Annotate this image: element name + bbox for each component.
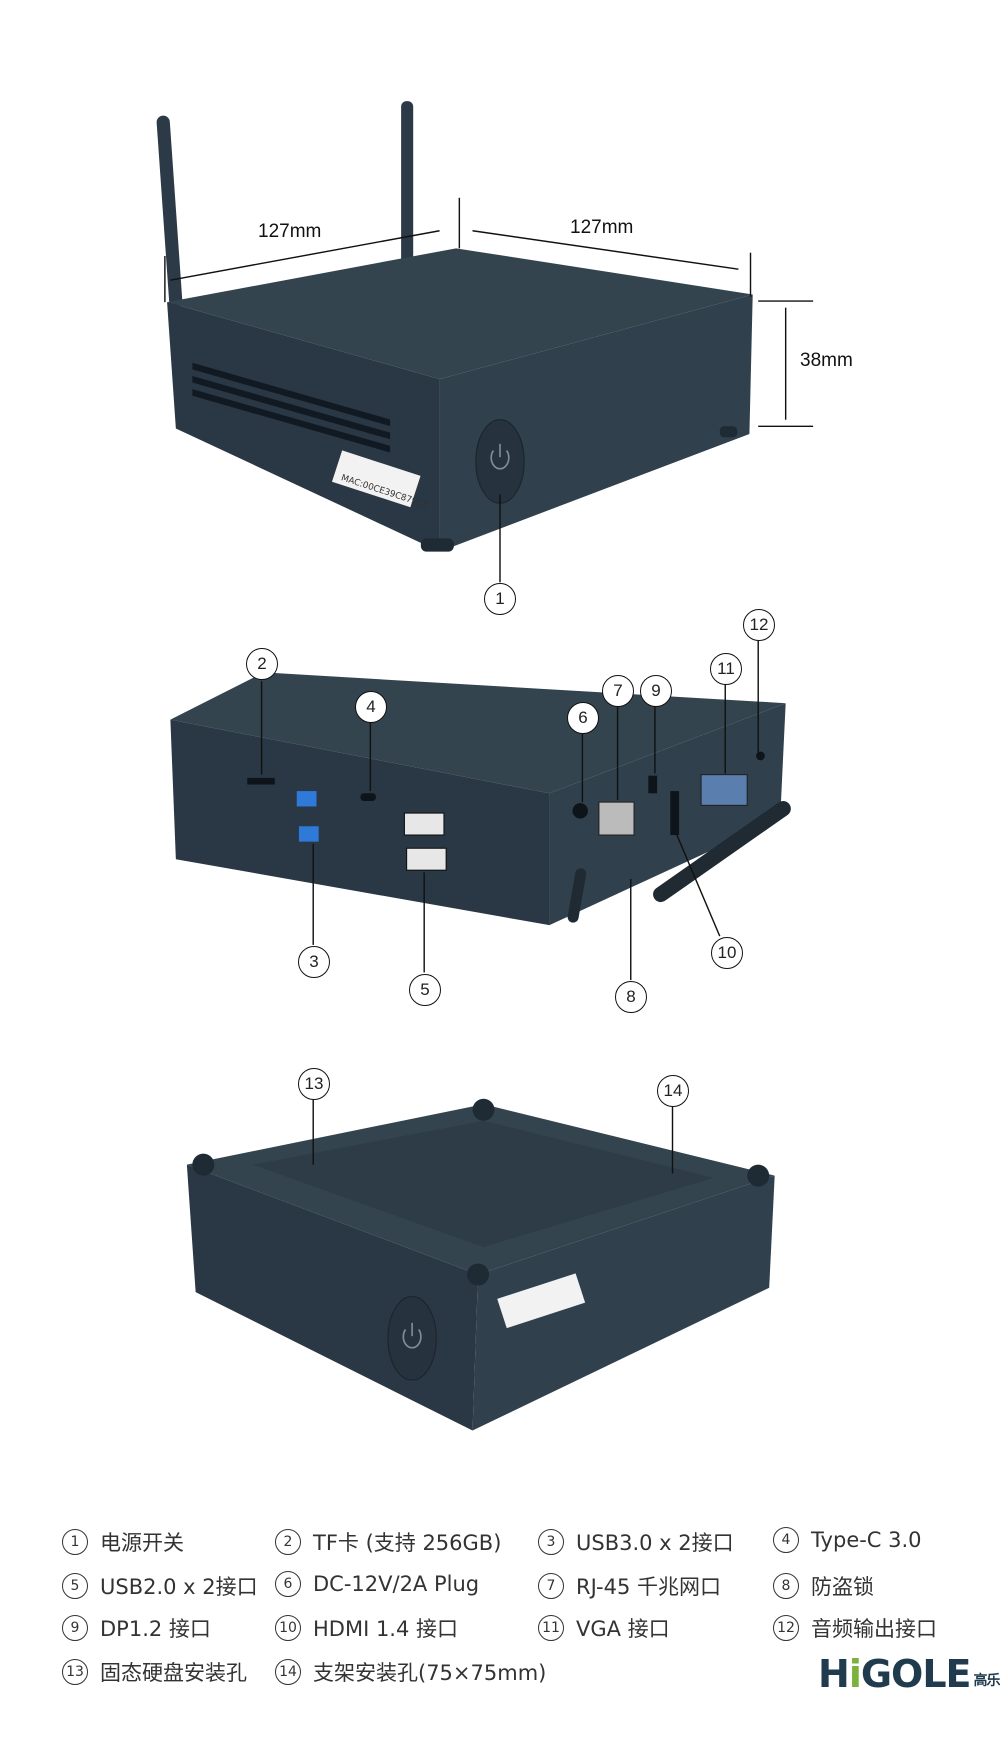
- legend-number: 9: [62, 1615, 88, 1641]
- legend-label: DP1.2 接口: [100, 1617, 211, 1641]
- callout-7: 7: [602, 675, 634, 707]
- legend-label: RJ-45 千兆网口: [576, 1575, 722, 1599]
- legend-item-11: 11 VGA 接口: [538, 1613, 670, 1643]
- legend-item-7: 7 RJ-45 千兆网口: [538, 1571, 721, 1601]
- callout-2: 2: [246, 648, 278, 680]
- legend-label: 固态硬盘安装孔: [100, 1661, 247, 1685]
- legend-item-10: 10 HDMI 1.4 接口: [275, 1613, 458, 1643]
- callout-12: 12: [743, 609, 775, 641]
- dc-jack: [572, 803, 588, 819]
- dimension-width-right: 127mm: [570, 217, 634, 238]
- legend-label: Type-C 3.0: [811, 1528, 922, 1552]
- legend-item-12: 12 音频输出接口: [773, 1613, 937, 1643]
- usb2-port-1: [403, 812, 445, 836]
- device-bottom-view: [186, 1098, 775, 1431]
- device-front-view: MAC:00CE39C879C8: [156, 101, 814, 583]
- legend-item-5: 5 USB2.0 x 2接口: [62, 1571, 258, 1601]
- vga-port: [700, 774, 748, 806]
- mac-sticker: [331, 450, 421, 508]
- legend-number: 2: [275, 1529, 301, 1555]
- legend-label: DC-12V/2A Plug: [313, 1572, 480, 1596]
- legend-number: 13: [62, 1659, 88, 1685]
- legend-number: 8: [773, 1573, 799, 1599]
- legend-label: USB3.0 x 2接口: [576, 1531, 734, 1555]
- legend-item-9: 9 DP1.2 接口: [62, 1613, 211, 1643]
- callout-11: 11: [710, 653, 742, 685]
- legend-number: 10: [275, 1615, 301, 1641]
- legend-item-6: 6 DC-12V/2A Plug: [275, 1571, 479, 1597]
- callout-3: 3: [298, 946, 330, 978]
- callout-1: 1: [484, 583, 516, 615]
- legend-label: USB2.0 x 2接口: [100, 1575, 258, 1599]
- legend-number: 7: [538, 1573, 564, 1599]
- legend-number: 1: [62, 1529, 88, 1555]
- audio-jack: [756, 751, 765, 761]
- usb2-port-2: [406, 847, 447, 871]
- legend-number: 11: [538, 1615, 564, 1641]
- usb3-port-1: [296, 791, 317, 807]
- legend-item-2: 2 TF卡 (支持 256GB): [275, 1527, 501, 1557]
- legend-number: 5: [62, 1573, 88, 1599]
- legend-number: 6: [275, 1571, 301, 1597]
- legend-number: 4: [773, 1527, 799, 1553]
- power-button: [475, 419, 525, 504]
- legend-number: 14: [275, 1659, 301, 1685]
- hdmi-port: [670, 791, 680, 836]
- legend-label: VGA 接口: [576, 1617, 670, 1641]
- callout-6: 6: [567, 702, 599, 734]
- legend-label: 支架安装孔(75×75mm): [313, 1661, 547, 1685]
- callout-8: 8: [615, 981, 647, 1013]
- legend-label: 音频输出接口: [811, 1617, 937, 1641]
- antenna-left: [156, 115, 183, 308]
- dimension-width-left: 127mm: [258, 221, 322, 242]
- usb3-port-2: [298, 826, 319, 842]
- legend-item-4: 4 Type-C 3.0: [773, 1527, 922, 1553]
- legend-item-1: 1 电源开关: [62, 1527, 184, 1557]
- legend-number: 12: [773, 1615, 799, 1641]
- legend-label: 防盗锁: [811, 1575, 874, 1599]
- legend-item-3: 3 USB3.0 x 2接口: [538, 1527, 734, 1557]
- device-ports-view: [170, 640, 791, 981]
- dimension-height: 38mm: [800, 350, 853, 371]
- dp-port: [648, 775, 658, 794]
- type-c-port: [360, 793, 376, 801]
- legend-label: 电源开关: [100, 1531, 184, 1555]
- callout-13: 13: [298, 1068, 330, 1100]
- legend-item-14: 14 支架安装孔(75×75mm): [275, 1657, 546, 1687]
- legend-label: HDMI 1.4 接口: [313, 1617, 459, 1641]
- callout-9: 9: [640, 675, 672, 707]
- power-icon: [490, 443, 510, 470]
- callout-4: 4: [355, 691, 387, 723]
- tf-slot: [247, 777, 275, 785]
- power-button-bottom: [387, 1295, 437, 1381]
- legend-item-8: 8 防盗锁: [773, 1571, 874, 1601]
- legend-label: TF卡 (支持 256GB): [313, 1531, 502, 1555]
- callout-14: 14: [657, 1075, 689, 1107]
- antenna-right: [401, 101, 414, 266]
- rj45-port: [598, 801, 635, 836]
- callout-5: 5: [409, 974, 441, 1006]
- legend-number: 3: [538, 1529, 564, 1555]
- callout-10: 10: [711, 937, 743, 969]
- legend-item-13: 13 固态硬盘安装孔: [62, 1657, 247, 1687]
